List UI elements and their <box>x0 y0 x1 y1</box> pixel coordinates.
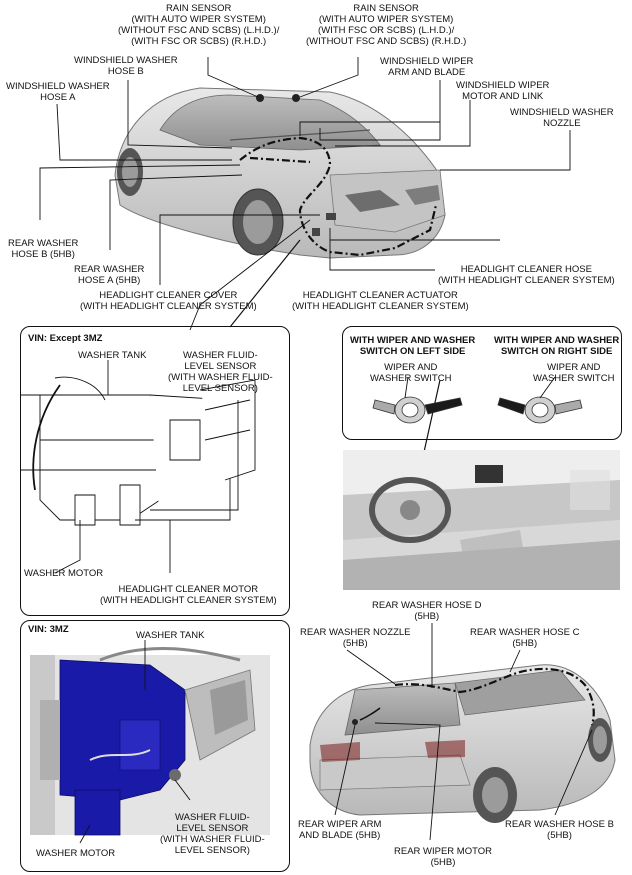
label-vin-3mz: VIN: 3MZ <box>28 624 69 635</box>
label-rear-washer-hose-a: REAR WASHER HOSE A (5HB) <box>74 264 145 286</box>
label-switch-right-title: WITH WIPER AND WASHER SWITCH ON RIGHT SI… <box>494 335 620 357</box>
label-headlight-cleaner-actuator: HEADLIGHT CLEANER ACTUATOR (WITH HEADLIG… <box>292 290 469 312</box>
label-windshield-washer-hose-b: WINDSHIELD WASHER HOSE B <box>74 55 178 77</box>
wiper-switch-left-illustration <box>372 396 463 424</box>
label-rear-washer-nozzle: REAR WASHER NOZZLE (5HB) <box>300 627 411 649</box>
label-windshield-washer-nozzle: WINDSHIELD WASHER NOZZLE <box>510 107 614 129</box>
washer-tank-3mz-illustration <box>30 647 270 836</box>
label-vin-except-3mz: VIN: Except 3MZ <box>28 333 103 344</box>
rear-leader-lines <box>334 623 593 841</box>
label-washer-motor-1: WASHER MOTOR <box>24 568 104 579</box>
label-rain-sensor-right: RAIN SENSOR (WITH AUTO WIPER SYSTEM) (WI… <box>306 3 467 47</box>
front-car-illustration <box>114 87 446 259</box>
label-washer-tank-2: WASHER TANK <box>136 630 205 641</box>
label-washer-motor-2: WASHER MOTOR <box>36 848 116 859</box>
label-rear-washer-hose-b: REAR WASHER HOSE B (5HB) <box>505 819 614 841</box>
3mz-panel <box>20 620 290 872</box>
3mz-leaders <box>79 640 191 844</box>
label-switch-left: WIPER AND WASHER SWITCH <box>370 362 452 384</box>
label-windshield-wiper-motor: WINDSHIELD WIPER MOTOR AND LINK <box>456 80 550 102</box>
label-windshield-washer-hose-a: WINDSHIELD WASHER HOSE A <box>6 81 110 103</box>
label-switch-left-title: WITH WIPER AND WASHER SWITCH ON LEFT SID… <box>350 335 476 357</box>
wiper-switch-panel <box>342 326 622 440</box>
label-windshield-wiper-arm: WINDSHIELD WIPER ARM AND BLADE <box>380 56 474 78</box>
label-rain-sensor-left: RAIN SENSOR (WITH AUTO WIPER SYSTEM) (WI… <box>118 3 280 47</box>
label-rear-washer-hose-d: REAR WASHER HOSE D (5HB) <box>372 600 482 622</box>
label-rear-wiper-arm: REAR WIPER ARM AND BLADE (5HB) <box>298 819 382 841</box>
rear-car-illustration <box>309 664 616 823</box>
except-3mz-panel <box>20 326 290 616</box>
label-headlight-cleaner-hose: HEADLIGHT CLEANER HOSE (WITH HEADLIGHT C… <box>438 264 615 286</box>
top-leader-lines <box>39 57 571 331</box>
dashboard-illustration <box>343 450 620 590</box>
label-rear-washer-hose-c: REAR WASHER HOSE C (5HB) <box>470 627 580 649</box>
except-3mz-leaders <box>54 360 239 574</box>
label-rear-wiper-motor: REAR WIPER MOTOR (5HB) <box>394 846 492 868</box>
label-washer-fluid-level-sensor-2: WASHER FLUID- LEVEL SENSOR (WITH WASHER … <box>160 812 265 856</box>
label-headlight-cleaner-motor: HEADLIGHT CLEANER MOTOR (WITH HEADLIGHT … <box>100 584 277 606</box>
label-headlight-cleaner-cover: HEADLIGHT CLEANER COVER (WITH HEADLIGHT … <box>80 290 257 312</box>
label-switch-right: WIPER AND WASHER SWITCH <box>533 362 615 384</box>
wiper-switch-right-illustration <box>497 396 583 424</box>
label-washer-tank-1: WASHER TANK <box>78 350 147 361</box>
label-rear-washer-hose-b-top: REAR WASHER HOSE B (5HB) <box>8 238 79 260</box>
washer-tank-illustration <box>20 376 256 526</box>
label-washer-fluid-level-sensor-1: WASHER FLUID- LEVEL SENSOR (WITH WASHER … <box>168 350 273 394</box>
